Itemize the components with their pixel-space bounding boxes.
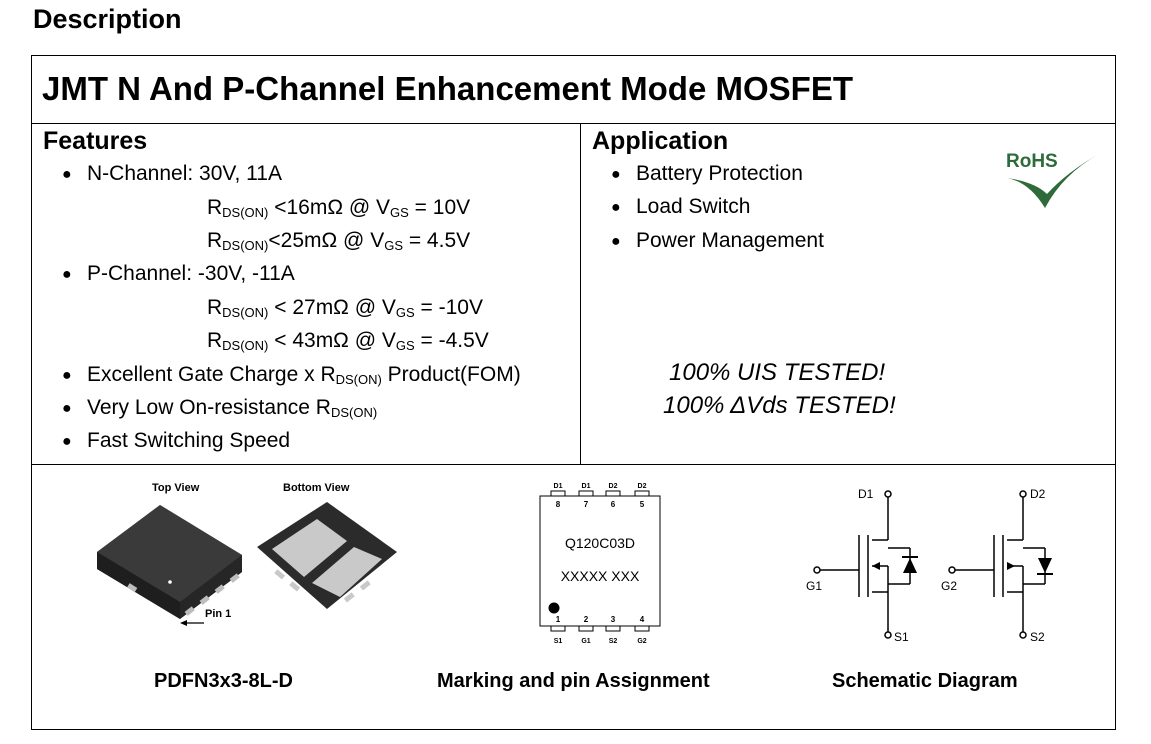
title-bar: JMT N And P-Channel Enhancement Mode MOS…	[32, 56, 1115, 124]
svg-text:G2: G2	[941, 579, 957, 593]
p-channel-spec: P-Channel: -30V, -11A	[87, 262, 295, 285]
marking-line-2: XXXXX XXX	[561, 568, 640, 584]
top-view-label: Top View	[152, 482, 200, 494]
svg-text:D2: D2	[609, 483, 618, 490]
svg-text:2: 2	[584, 615, 589, 624]
rohs-logo-icon: RoHS	[1006, 151, 1099, 208]
schematic-diagram: D1 D2 G1 G2 S1 S2	[806, 487, 1053, 644]
p-channel-rds-2: RDS(ON) < 43mΩ @ VGS = -4.5V	[207, 329, 489, 353]
pin1-label: Pin 1	[205, 608, 232, 620]
n-channel-spec: N-Channel: 30V, 11A	[87, 162, 282, 185]
gate-charge-feature: Excellent Gate Charge x RDS(ON) Product(…	[87, 363, 521, 387]
bullet-icon: ●	[62, 266, 72, 283]
svg-text:S1: S1	[554, 638, 563, 645]
svg-text:1: 1	[556, 615, 561, 624]
description-box: JMT N And P-Channel Enhancement Mode MOS…	[31, 55, 1116, 730]
svg-text:8: 8	[556, 500, 561, 509]
product-title: JMT N And P-Channel Enhancement Mode MOS…	[42, 70, 853, 107]
features-panel: Features ● N-Channel: 30V, 11A RDS(ON) <…	[32, 124, 581, 465]
svg-text:G1: G1	[806, 579, 822, 593]
svg-text:S1: S1	[894, 630, 909, 644]
figures-row: Top View Bottom View Pin 1 PDFN	[32, 465, 1115, 730]
application-heading: Application	[592, 127, 729, 155]
application-item: Power Management	[636, 229, 824, 252]
bullet-icon: ●	[611, 166, 621, 183]
svg-text:D2: D2	[1030, 487, 1046, 501]
svg-text:D1: D1	[554, 483, 563, 490]
svg-text:3: 3	[611, 615, 616, 624]
n-channel-rds-2: RDS(ON)<25mΩ @ VGS = 4.5V	[207, 229, 471, 253]
bullet-icon: ●	[62, 433, 72, 450]
svg-text:G2: G2	[637, 638, 646, 645]
bullet-icon: ●	[611, 199, 621, 216]
bullet-icon: ●	[62, 166, 72, 183]
package-drawing	[97, 502, 397, 626]
svg-text:D1: D1	[858, 487, 874, 501]
bullet-icon: ●	[611, 233, 621, 250]
application-panel: Application ● Battery Protection ● Load …	[581, 124, 1115, 465]
features-heading: Features	[43, 127, 148, 155]
marking-line-1: Q120C03D	[565, 535, 635, 551]
svg-text:4: 4	[640, 615, 645, 624]
bottom-view-label: Bottom View	[283, 482, 350, 494]
marking-caption: Marking and pin Assignment	[437, 670, 710, 692]
svg-text:5: 5	[640, 500, 645, 509]
bullet-icon: ●	[62, 367, 72, 384]
svg-text:S2: S2	[1030, 630, 1045, 644]
fast-switching-feature: Fast Switching Speed	[87, 429, 291, 452]
rohs-text: RoHS	[1006, 151, 1058, 172]
bullet-icon: ●	[62, 400, 72, 417]
svg-text:S2: S2	[609, 638, 618, 645]
low-on-resistance-feature: Very Low On-resistance RDS(ON)	[87, 396, 378, 420]
svg-text:6: 6	[611, 500, 616, 509]
package-caption: PDFN3x3-8L-D	[154, 670, 293, 692]
svg-text:G1: G1	[581, 638, 590, 645]
n-channel-rds-1: RDS(ON) <16mΩ @ VGS = 10V	[207, 196, 471, 220]
schematic-caption: Schematic Diagram	[832, 670, 1018, 692]
application-item: Load Switch	[636, 195, 751, 218]
marking-diagram: D1 D1 D2 D2 8 7 6 5 1 2 3 4	[539, 483, 661, 645]
p-channel-rds-1: RDS(ON) < 27mΩ @ VGS = -10V	[207, 296, 483, 320]
application-item: Battery Protection	[636, 162, 803, 185]
svg-text:D1: D1	[582, 483, 591, 490]
svg-text:7: 7	[584, 500, 589, 509]
svg-text:D2: D2	[638, 483, 647, 490]
uis-tested-note: 100% UIS TESTED!	[669, 359, 886, 386]
vds-tested-note: 100% ΔVds TESTED!	[663, 392, 896, 419]
section-heading: Description	[33, 4, 182, 34]
